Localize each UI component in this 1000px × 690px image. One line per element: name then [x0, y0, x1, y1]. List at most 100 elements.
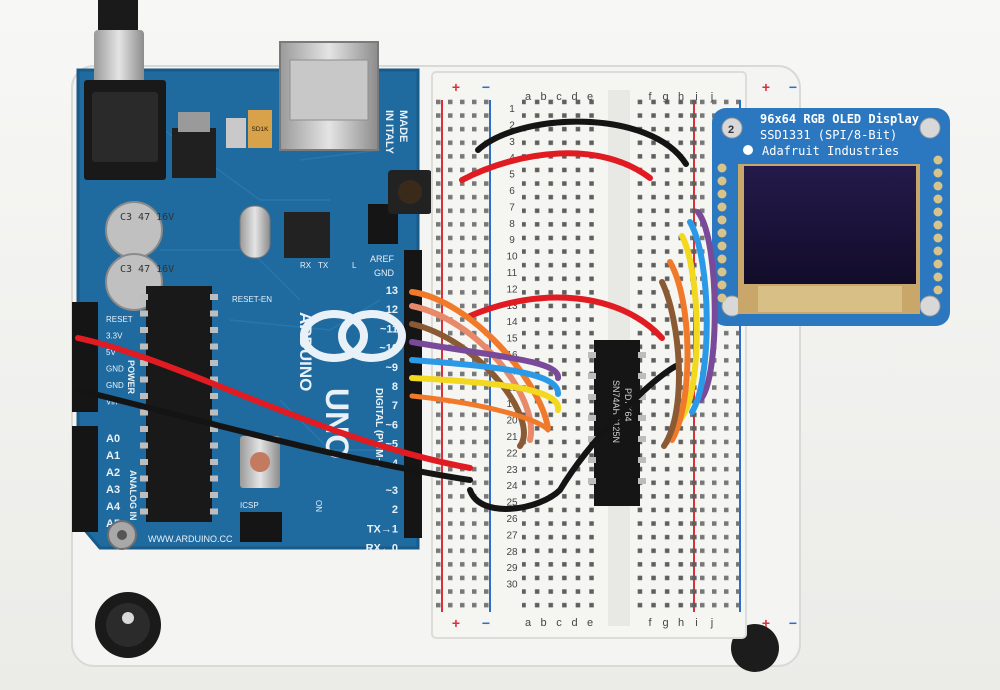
voltage-regulator [172, 128, 216, 178]
aref-label: AREF [370, 254, 395, 264]
oled-pin [717, 176, 727, 186]
breadboard-row-label: 11 [507, 268, 518, 279]
wire-yellow [409, 375, 562, 413]
wire-purple-right [695, 209, 718, 403]
crystal [239, 205, 271, 259]
dip-pin [210, 475, 218, 482]
power-pin-label: GND [106, 381, 124, 390]
digital-pin-label: ~6 [385, 419, 398, 431]
breadboard-column-label: j [710, 91, 713, 103]
breadboard-row-label: 2 [509, 120, 515, 131]
chip-pin [588, 394, 596, 400]
oled-pin [933, 259, 943, 269]
regulator-tab [178, 112, 210, 132]
wire-orange-1 [409, 289, 551, 431]
icsp-label: ICSP [240, 501, 259, 510]
digital-pin-label: TX→1 [367, 523, 398, 535]
dip-pin [210, 393, 218, 399]
breadboard-row-label: 6 [509, 186, 515, 197]
italy-label: IN ITALY [383, 110, 395, 155]
atmega-chip [146, 286, 212, 522]
breadboard-row-label: 23 [506, 465, 518, 476]
chip-pin [638, 394, 646, 400]
analog-label: ANALOG IN [128, 470, 138, 521]
dip-pin [140, 310, 148, 317]
breadboard-column-label: g [662, 617, 668, 629]
breadboard-column-label: h [678, 91, 684, 103]
chip-pin [638, 478, 646, 484]
dip-pin [140, 459, 148, 465]
wire-yellow-right [677, 233, 700, 423]
rail-sign: − [482, 79, 490, 95]
breadboard-row-label: 5 [509, 170, 515, 181]
diode [226, 118, 246, 148]
url-label: WWW.ARDUINO.CC [148, 534, 233, 544]
wire-blue-right [687, 219, 710, 415]
fuse [248, 110, 272, 148]
breadboard-row-label: 28 [506, 547, 518, 558]
gnd-label: GND [374, 268, 395, 278]
digital-pin-label: ~11 [380, 323, 398, 335]
breadboard-row-label: 29 [506, 563, 518, 574]
dip-pin [210, 343, 218, 350]
breadboard-row-label: 8 [509, 219, 515, 230]
atmega-pins [140, 294, 218, 515]
chip-pin [638, 436, 646, 442]
digital-pin-label: 12 [386, 304, 398, 316]
chip-pin [638, 457, 646, 463]
dip-pin [140, 393, 148, 399]
breadboard-row-label: 27 [506, 530, 518, 541]
breadboard-row-label: 15 [506, 334, 518, 345]
chip-pin [588, 457, 596, 463]
digital-pin-label: ~9 [385, 362, 398, 374]
digital-pin-label: 8 [392, 381, 398, 393]
rail-sign: − [482, 615, 490, 631]
breadboard-column-label: i [695, 91, 697, 103]
oled-pin [717, 163, 727, 173]
capacitor-1-label: C3 47 16V [120, 212, 174, 223]
dip-pin [210, 294, 218, 300]
model-label: UNO [319, 388, 355, 459]
rail-sign: + [762, 615, 770, 631]
breadboard-row-label: 26 [506, 514, 518, 525]
wire-brown-right [659, 279, 682, 449]
wire-red-top [459, 150, 653, 183]
led-l-label: L [352, 261, 357, 270]
breadboard-column-label: b [540, 91, 546, 103]
breadboard-column-label: c [556, 91, 562, 103]
breadboard-column-label: e [587, 91, 593, 103]
digital-pin-label: 2 [392, 504, 398, 516]
oled-pin [717, 241, 727, 251]
adafruit-flower-icon [743, 145, 753, 155]
breadboard-column-label: d [571, 617, 577, 629]
brand-label: ARDUINO [296, 312, 315, 391]
analog-header [72, 426, 98, 532]
breadboard-row-label: 1 [509, 104, 515, 115]
breadboard-row-label: 24 [506, 481, 518, 492]
breadboard-column-label: c [556, 617, 562, 629]
chip-pin [588, 436, 596, 442]
chip-pin [588, 373, 596, 379]
analog-pin-label: A2 [106, 467, 120, 479]
wire-orange-right [667, 259, 691, 443]
tx-label: TX [318, 261, 329, 270]
dip-pin [140, 327, 148, 333]
chip-pin [588, 478, 596, 484]
rail-sign: − [789, 79, 797, 95]
breadboard-column-label: d [571, 91, 577, 103]
oled-pin [933, 220, 943, 230]
rail-sign: + [452, 79, 460, 95]
dip-pin [140, 409, 148, 416]
breadboard-row-label: 30 [506, 580, 518, 591]
rail-sign: − [789, 615, 797, 631]
oled-pin [717, 215, 727, 225]
oled-model: SSD1331 (SPI/8-Bit) [760, 128, 897, 142]
breadboard-row-label: 13 [506, 301, 518, 312]
oled-pin [717, 267, 727, 277]
analog-pin-label: A1 [106, 450, 120, 462]
breadboard-column-label: f [648, 91, 652, 103]
rx-label: RX [300, 261, 312, 270]
digital-pin-label: ~3 [385, 485, 398, 497]
